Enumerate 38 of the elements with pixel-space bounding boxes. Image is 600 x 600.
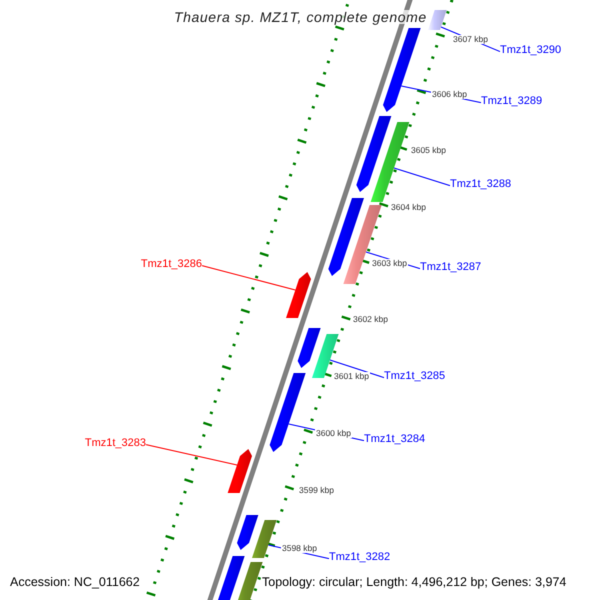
gene-feature (217, 556, 245, 600)
gene-feature (328, 198, 364, 276)
leader-line (394, 168, 450, 186)
gene-label: Tmz1t_3285 (384, 371, 446, 382)
scale-label: 3606 kbp (431, 90, 468, 98)
footer-text: Accession: NC_011662 (10, 576, 140, 588)
gene-feature (270, 373, 306, 452)
gene-label: Tmz1t_3287 (420, 262, 482, 273)
leader-line (330, 360, 384, 378)
gene-label: Tmz1t_3286 (140, 259, 202, 270)
leader-line (202, 265, 296, 290)
gene-label: Tmz1t_3288 (450, 179, 512, 190)
gene-feature (370, 122, 410, 202)
gene-feature (252, 520, 277, 558)
gene-feature (383, 28, 421, 112)
gene-feature (237, 515, 258, 550)
scale-label: 3602 kbp (352, 315, 389, 324)
title: Thauera sp. MZ1T, complete genome (174, 10, 427, 24)
gene-feature (286, 272, 311, 318)
gene-feature (298, 328, 321, 368)
scale-label: 3601 kbp (333, 372, 370, 380)
footer-text: Topology: circular; Length: 4,496,212 bp; Genes: 3,974 (262, 576, 566, 588)
gene-label: Tmz1t_3284 (364, 434, 426, 445)
gene-label: Tmz1t_3289 (481, 96, 542, 107)
gene-feature (228, 449, 252, 493)
scale-label: 3605 kbp (410, 146, 447, 154)
scale-label: 3607 kbp (452, 35, 489, 44)
gene-feature (356, 116, 392, 192)
scale-label: 3600 kbp (315, 429, 352, 438)
scale-label: 3598 kbp (281, 544, 318, 552)
scale-label: 3604 kbp (390, 203, 427, 212)
gene-label: Tmz1t_3282 (329, 552, 390, 563)
gene-label: Tmz1t_3283 (84, 438, 146, 449)
gene-label: Tmz1t_3290 (500, 45, 562, 56)
gene-feature (428, 10, 447, 30)
leader-line (146, 444, 238, 466)
scale-label: 3603 kbp (371, 259, 408, 268)
scale-label: 3599 kbp (298, 486, 335, 494)
